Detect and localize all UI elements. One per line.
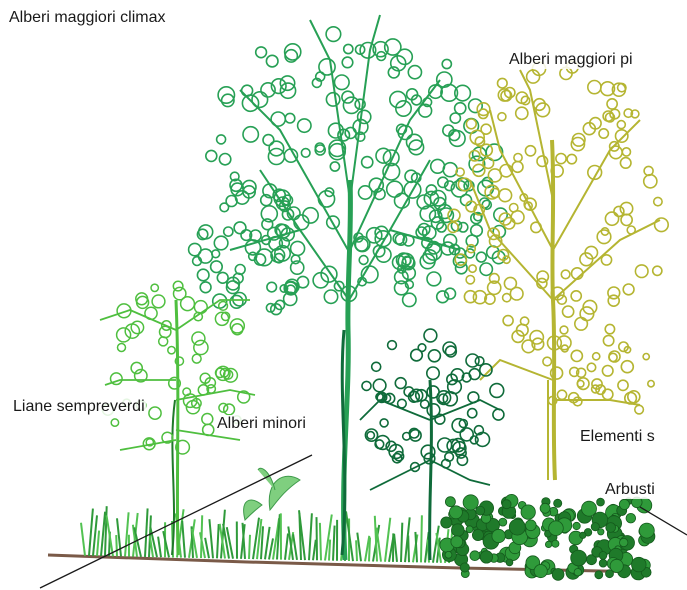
label-evergreen-lianas: Liane sempreverdi — [12, 398, 146, 416]
label-pioneer-trees: Alberi maggiori pi — [508, 51, 634, 69]
grass-layer — [81, 506, 454, 563]
label-climax-trees: Alberi maggiori climax — [8, 9, 167, 27]
label-elements: Elementi s — [579, 428, 656, 446]
climax-tree — [189, 15, 508, 560]
label-minor-trees: Alberi minori — [216, 415, 307, 433]
sprouts — [244, 468, 300, 520]
label-shrubs: Arbusti — [604, 481, 656, 499]
